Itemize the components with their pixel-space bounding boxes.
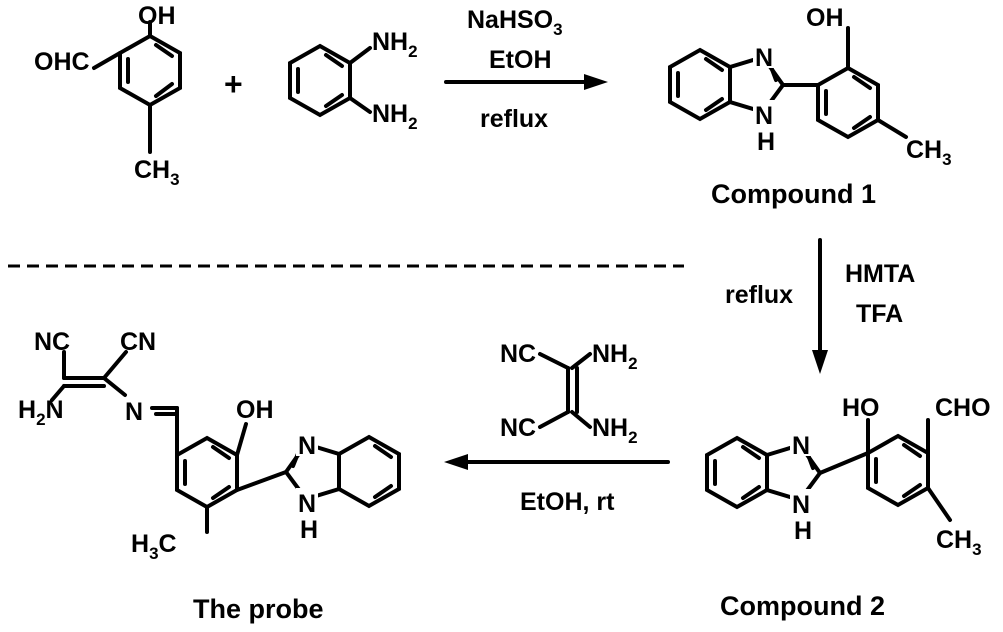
dam-nc-bottom-label: NC [500,414,536,442]
compound1-nh-h-label: H [757,128,775,156]
compound2-cho-label: CHO [935,394,991,422]
diamine-nh2-top-label: NH2 [372,28,418,61]
aldehyde-oh-label: OH [138,2,176,30]
step2-reagent-tfa: TFA [856,300,903,328]
aldehyde-cho-label: OHC [34,48,90,76]
probe-structure: N N H OH N NC CN H2N H3C [18,328,401,563]
probe-title: The probe [193,594,324,624]
compound1-nh-n-label: N [755,102,773,130]
probe-cn-label: CN [120,328,156,356]
step3-arrow: NC NH2 NC NH2 EtOH, rt [444,340,670,516]
aldehyde-ch3-label: CH3 [134,156,180,189]
step1-reagent-nahso3: NaHSO3 [467,6,563,39]
compound2-structure: N N H HO CHO CH3 [705,394,991,559]
diamine-nh2-bottom-label: NH2 [372,100,418,133]
probe-oh-label: OH [236,396,274,424]
dam-nc-top-label: NC [500,340,536,368]
step2-reagent-hmta: HMTA [845,260,915,288]
compound2-nh-n-label: N [792,491,810,519]
step2-condition-reflux: reflux [725,281,793,309]
compound2-nh-h-label: H [794,517,812,545]
step2-arrow: reflux HMTA TFA [725,238,915,374]
compound2-title: Compound 2 [720,591,885,621]
compound1-ch3-label: CH3 [906,136,952,169]
dam-nh2-bottom-label: NH2 [592,414,638,447]
reactant-diamine: NH2 NH2 [288,28,418,133]
dam-nh2-top-label: NH2 [592,340,638,373]
step1-reagent-etoh: EtOH [489,46,552,74]
probe-n-label: N [298,432,316,460]
step3-condition: EtOH, rt [520,488,615,516]
probe-imine-n-label: N [125,398,143,426]
compound2-n-label: N [792,432,810,460]
reactant-aldehyde: OH OHC CH3 [34,2,182,189]
compound1-title: Compound 1 [711,179,876,209]
plus-sign: + [224,66,243,102]
step1-arrow: NaHSO3 EtOH reflux [444,6,608,133]
probe-h3c-label: H3C [131,530,177,563]
probe-nh-n-label: N [298,490,316,518]
compound2-oh-label: HO [842,394,880,422]
probe-nh-h-label: H [300,516,318,544]
probe-nc-label: NC [34,328,70,356]
step1-condition-reflux: reflux [480,105,548,133]
compound1-n-label: N [755,44,773,72]
probe-h2n-label: H2N [18,396,64,429]
compound1-structure: N N H OH CH3 [668,4,952,169]
compound1-oh-label: OH [806,4,844,32]
compound2-ch3-label: CH3 [936,526,982,559]
